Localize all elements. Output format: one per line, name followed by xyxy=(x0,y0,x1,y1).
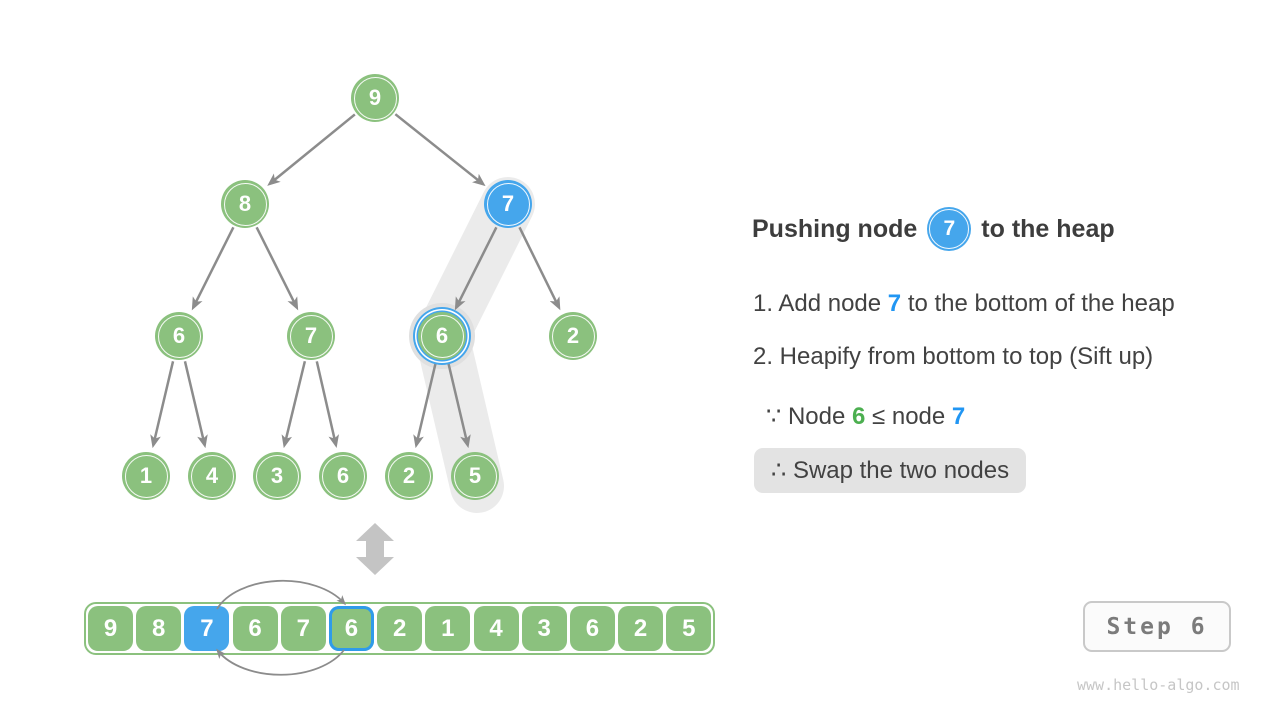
array-cell-0: 9 xyxy=(88,606,133,651)
text-fragment: ≤ node xyxy=(865,403,952,430)
tree-node-2: 2 xyxy=(549,312,597,360)
tree-node-7: 7 xyxy=(484,180,532,228)
tree-edge xyxy=(191,226,235,311)
tree-edge xyxy=(267,113,356,186)
therefore-text: ∴ Swap the two nodes xyxy=(771,457,1010,484)
instruction-step-2: 2. Heapify from bottom to top (Sift up) xyxy=(753,344,1153,370)
tree-edge xyxy=(315,361,339,449)
tree-edge xyxy=(281,360,307,449)
step-badge: Step 6 xyxy=(1083,601,1231,652)
text-fragment: 2. Heapify from bottom to top (Sift up) xyxy=(753,343,1154,370)
panel-title-suffix: to the heap xyxy=(981,214,1115,243)
inline-node-value: 7 xyxy=(943,217,956,240)
tree-node-1: 1 xyxy=(122,452,170,500)
array-cell-6: 2 xyxy=(377,606,423,651)
array-cell-2: 7 xyxy=(184,606,230,651)
array-cell-4: 7 xyxy=(280,606,326,651)
tree-node-6: 6 xyxy=(155,312,203,360)
array-cell-9: 3 xyxy=(521,606,567,651)
tree-node-8: 8 xyxy=(221,180,269,228)
instruction-step-1: 1. Add node 7 to the bottom of the heap xyxy=(753,291,1175,317)
panel-title-prefix: Pushing node xyxy=(752,214,918,243)
array-cell-8: 4 xyxy=(473,606,519,651)
tree-edge xyxy=(394,113,486,187)
tree-edge xyxy=(183,361,208,449)
tree-node-6: 6 xyxy=(319,452,367,500)
tree-node-9: 9 xyxy=(351,74,399,122)
array-cell-5: 6 xyxy=(328,606,374,651)
array-cell-12: 5 xyxy=(666,606,712,651)
tree-node-3: 3 xyxy=(253,452,301,500)
tree-node-4: 4 xyxy=(188,452,236,500)
tree-node-6: 6 xyxy=(418,312,466,360)
array-cell-1: 8 xyxy=(136,606,182,651)
tree-edges xyxy=(150,113,561,449)
text-fragment: to the bottom of the heap xyxy=(901,290,1175,317)
tree-edge xyxy=(446,361,471,449)
step-badge-label: Step 6 xyxy=(1106,613,1208,640)
array-cell-11: 2 xyxy=(618,606,664,651)
text-fragment: ∵ Node xyxy=(766,403,852,430)
value-7: 7 xyxy=(951,403,966,430)
array-cell-7: 1 xyxy=(425,606,471,651)
watermark: www.hello-algo.com xyxy=(1077,676,1240,694)
therefore-box: ∴ Swap the two nodes xyxy=(754,448,1027,493)
tree-node-5: 5 xyxy=(451,452,499,500)
panel-title: Pushing node 7 to the heap xyxy=(752,207,1115,251)
tree-array-double-arrow-icon xyxy=(356,523,394,575)
tree-edge xyxy=(150,361,175,449)
tree-edge xyxy=(255,226,299,311)
tree-node-7: 7 xyxy=(287,312,335,360)
array-cell-3: 6 xyxy=(232,606,278,651)
value-6: 6 xyxy=(851,403,866,430)
tree-edge xyxy=(454,226,498,311)
value-7: 7 xyxy=(887,290,902,317)
inline-node-7: 7 xyxy=(927,207,972,251)
because-line: ∵ Node 6 ≤ node 7 xyxy=(766,404,965,430)
tree-node-2: 2 xyxy=(385,452,433,500)
text-fragment: 1. Add node xyxy=(753,290,888,317)
tree-edge xyxy=(413,361,438,449)
array-cell-10: 6 xyxy=(569,606,615,651)
tree-edge xyxy=(518,226,561,311)
